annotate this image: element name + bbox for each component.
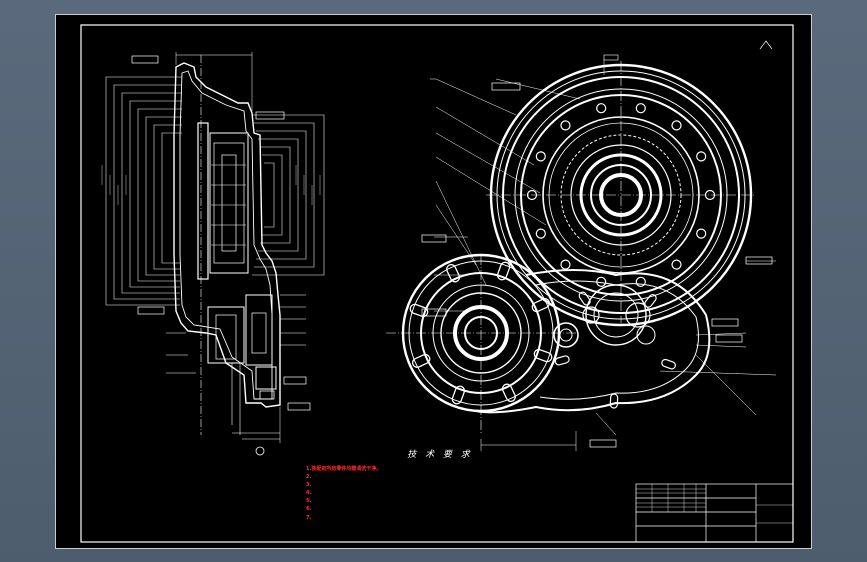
bolts-hole — [671, 120, 682, 131]
bolts-hole — [535, 151, 546, 162]
slots-hole — [409, 303, 429, 318]
title-block — [635, 483, 794, 543]
assembly-drawing — [80, 24, 794, 543]
bolts-hole — [526, 189, 538, 201]
housing-slots-hole — [644, 294, 657, 308]
housing-slots-hole — [661, 358, 676, 370]
housing-slots-hole — [578, 291, 591, 306]
slots-hole — [451, 385, 466, 405]
section-view — [101, 52, 325, 456]
drawing-sheet: 技 术 要 求 1.装配前所有零件均需清洗干净。 2. 3. 4. 5. 6. … — [55, 14, 812, 549]
bolts-hole — [635, 276, 646, 287]
note-line-4: 4. — [306, 490, 312, 497]
note-line-7: 7. — [306, 514, 312, 521]
slots-hole — [411, 353, 431, 368]
bolts-hole — [560, 120, 571, 131]
bolts-hole — [696, 151, 707, 162]
housing-slots-hole — [554, 355, 570, 366]
note-line-2: 2. — [306, 474, 312, 481]
slots-hole — [533, 348, 553, 363]
note-line-5: 5. — [306, 498, 312, 505]
technical-notes: 1.装配前所有零件均需清洗干净。 2. 3. 4. 5. 6. 7. — [306, 465, 636, 522]
bolts-hole — [704, 189, 716, 201]
housing-slots-hole — [609, 393, 619, 409]
bolts-hole — [560, 259, 571, 270]
notes-title: 技 术 要 求 — [407, 450, 473, 460]
slots-hole — [496, 261, 511, 281]
bolts-hole — [696, 228, 707, 239]
front-view — [386, 40, 777, 451]
note-line-1: 1.装配前所有零件均需清洗干净。 — [306, 466, 382, 472]
drawing-frame — [80, 24, 794, 543]
slots-hole — [501, 383, 516, 403]
bolts-hole — [635, 103, 646, 114]
slots-hole — [531, 298, 551, 313]
bolts-hole — [671, 259, 682, 270]
bolts-hole — [596, 103, 607, 114]
bolts-hole — [535, 228, 546, 239]
note-line-6: 6. — [306, 506, 312, 513]
note-line-3: 3. — [306, 482, 312, 489]
